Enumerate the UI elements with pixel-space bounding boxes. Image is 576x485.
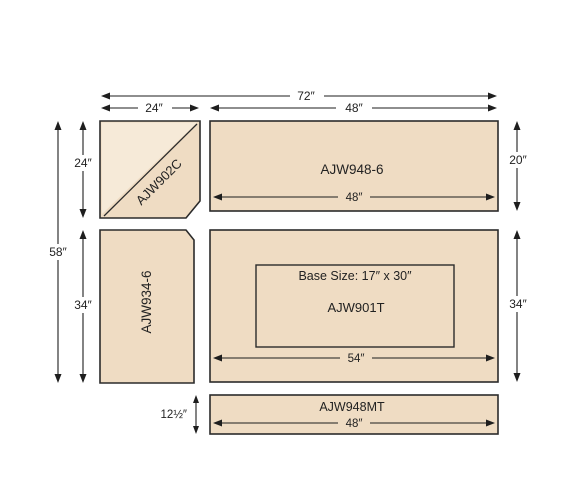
panel-molding-inner-width: 48″ [346,418,363,430]
arrowhead [513,121,521,130]
dimension-overall-width: 72″ [101,88,497,103]
arrowhead [54,121,62,130]
arrowhead [213,419,222,427]
dim-right-lower-height-label: 34″ [509,297,527,311]
panel-main-inner-width: 54″ [348,353,365,365]
dim-molding-height-label: 12½″ [161,409,187,421]
arrowhead [79,209,87,218]
arrowhead [513,230,521,239]
dim-corner-width-label: 24″ [145,101,163,115]
dim-overall-width-label: 72″ [297,89,315,103]
dim-left-lower-height-label: 34″ [74,298,92,312]
label-mask [336,100,372,115]
panel-corner-diagonal [103,123,198,217]
arrowhead [513,373,521,382]
panel-corner-light-half [101,122,197,214]
label-mask [340,351,372,365]
arrowhead [486,354,495,362]
arrowhead [513,202,521,211]
arrowhead [101,92,110,100]
arrowhead [488,92,497,100]
arrowhead [101,104,110,112]
arrowhead [488,104,497,112]
arrowhead [213,193,222,201]
dimension-corner-width: 24″ [101,100,199,115]
dimension-total-height: 58″ [42,121,74,383]
panel-main: Base Size: 17″ x 30″ AJW901T 54″ [209,229,499,383]
panel-molding-label: AJW948MT [319,400,385,414]
arrowhead [213,354,222,362]
label-mask [338,190,370,204]
panel-top-right: AJW948-6 48″ [209,120,499,212]
dim-top-right-width-label: 48″ [345,101,363,115]
panel-top-right-inner-width: 48″ [346,192,363,204]
panel-left-lower: AJW934-6 [99,229,195,384]
dimension-right-top-height: 20″ [502,121,534,211]
arrowhead [210,104,219,112]
arrowhead [486,193,495,201]
panel-top-right-label: AJW948-6 [320,162,383,177]
arrowhead [193,426,199,434]
dimension-top-right-width: 48″ [210,100,497,115]
arrowhead [54,374,62,383]
dimension-left-lower-height: 34″ [68,230,98,383]
dimension-corner-height: 24″ [68,121,98,218]
dim-corner-height-label: 24″ [74,156,92,170]
label-mask [502,296,534,312]
dim-total-height-label: 58″ [49,245,67,259]
arrowhead [79,230,87,239]
panel-main-label: AJW901T [327,300,384,315]
base-size-outline [255,264,455,348]
label-mask [338,416,370,429]
panel-molding: AJW948MT 48″ [209,394,499,435]
label-mask [138,100,172,115]
arrowhead [486,419,495,427]
label-mask [42,244,74,260]
panel-left-lower-outline [99,229,195,384]
panel-corner: AJW902C [99,120,201,219]
dimension-molding-height: 12½″ [161,395,199,434]
dim-right-top-height-label: 20″ [509,153,527,167]
label-mask [68,155,98,171]
arrowhead [79,121,87,130]
arrowhead [79,374,87,383]
panel-left-lower-label: AJW934-6 [139,270,154,333]
arrowhead [193,395,199,403]
label-mask [502,152,534,168]
label-mask [290,88,324,103]
panel-molding-outline [209,394,499,435]
dimension-right-lower-height: 34″ [502,230,534,382]
arrowhead [190,104,199,112]
base-size-label: Base Size: 17″ x 30″ [298,269,412,283]
label-mask [68,297,98,313]
